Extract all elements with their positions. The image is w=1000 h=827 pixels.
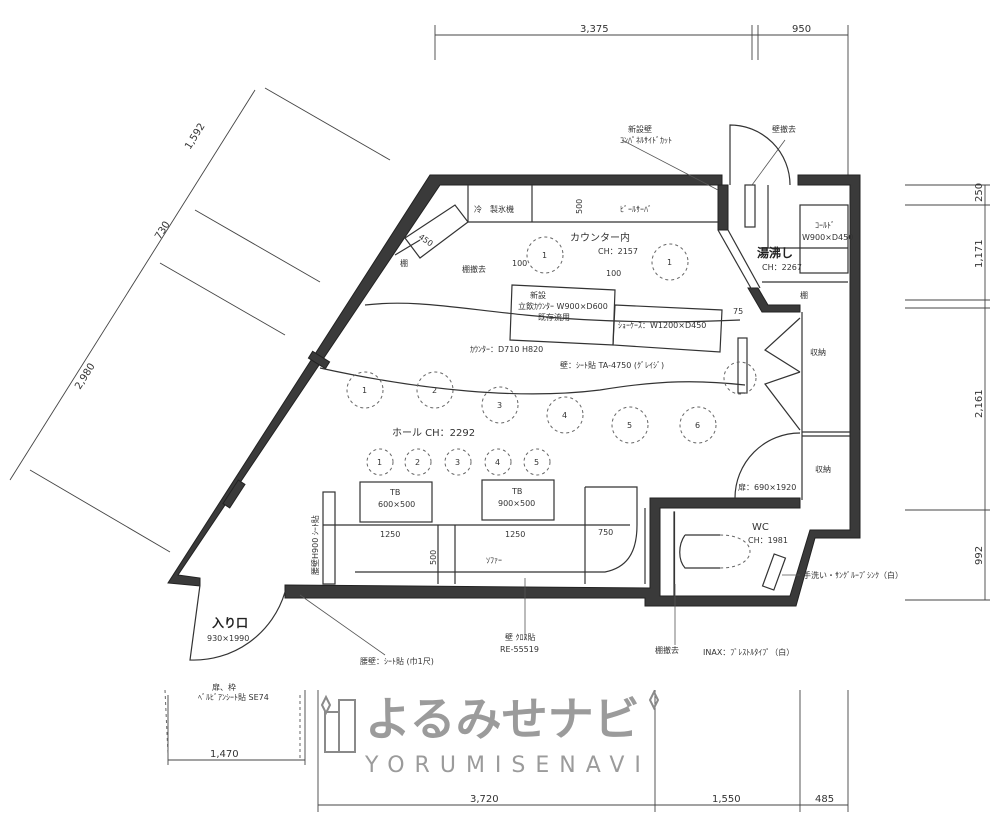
- label-tb1: TB: [389, 488, 400, 497]
- label-wc-shelf: 棚撤去: [655, 645, 679, 655]
- label-sofa-1250b: 1250: [505, 530, 525, 539]
- dim-diag-2: 730: [153, 220, 172, 242]
- label-water-heater: 湯沸し: [757, 245, 793, 260]
- seat-number: 4: [495, 458, 500, 467]
- label-hall: ホール CH：2292: [392, 427, 475, 439]
- seat-number: 4: [562, 411, 567, 420]
- dim-bottom-2: 1,550: [712, 794, 741, 805]
- label-standing-counter: 立飲ｶｳﾝﾀｰ W900×D600: [518, 301, 608, 311]
- label-depth-500: 500: [575, 199, 584, 214]
- dim-right-3: 2,161: [974, 389, 985, 418]
- label-sofa-depth: 500: [429, 550, 438, 565]
- label-wc-ch: CH：1981: [748, 536, 788, 545]
- label-new-wall-note: ｺﾝﾊﾟﾈﾙｻｲﾄﾞｶｯﾄ: [620, 136, 672, 145]
- seat-number: 1: [377, 458, 382, 467]
- label-dim-75: 75: [733, 307, 743, 316]
- dim-top-main: 3,375: [580, 24, 609, 35]
- watermark-logo: よるみせナビ YORUMISENAVI: [320, 689, 660, 778]
- label-new-wall: 新設壁: [628, 124, 652, 134]
- label-reuse: 既存流用: [538, 312, 570, 322]
- dim-bottom-1: 3,720: [470, 794, 499, 805]
- building-icon: [320, 689, 660, 753]
- dim-right-1: 250: [974, 183, 985, 202]
- label-wc: WC: [752, 522, 769, 533]
- label-tb2: TB: [511, 487, 522, 496]
- dim-bottom-3: 485: [815, 794, 834, 805]
- seat-number: 3: [455, 458, 460, 467]
- label-tb1-size: 600×500: [378, 500, 415, 509]
- label-water-heater-ch: CH：2267: [762, 263, 802, 272]
- label-wall-sheet: 壁：ｼｰﾄ貼 TA-4750 (ｸﾞﾚｲｼﾞ): [560, 360, 664, 370]
- label-fridge-size: W900×D450: [802, 233, 853, 242]
- seat-numbers: 1 1 1 2 3 4 5 6 1 2 3 4 5: [362, 251, 700, 467]
- label-toilet-model: INAX：ﾌﾞﾚｽﾄﾙﾀｲﾌﾟ（白）: [703, 647, 794, 657]
- seat-number: 2: [432, 386, 437, 395]
- label-sofa-750: 750: [598, 528, 613, 537]
- dim-diag-3: 2,980: [73, 361, 98, 391]
- label-door-frame: 扉、枠: [212, 682, 236, 692]
- label-entrance-size: 930×1990: [207, 634, 249, 643]
- seat-number: 1: [362, 386, 367, 395]
- seat-number: 5: [627, 421, 632, 430]
- counter-seat-number: 1: [667, 258, 672, 267]
- room-labels: 新設壁 ｺﾝﾊﾟﾈﾙｻｲﾄﾞｶｯﾄ 壁撤去 冷 製氷機 500 ﾋﾞｰﾙｻｰﾊﾞ…: [198, 124, 903, 702]
- label-hand-wash: 手洗い・ｻﾝｸﾞﾙｰﾌﾞｼﾝｸ（白）: [803, 570, 903, 580]
- label-counter-spec: ｶｳﾝﾀｰ：D710 H820: [470, 345, 543, 354]
- label-sofa: ｿﾌｧｰ: [486, 556, 502, 565]
- dim-diag-1: 1,592: [183, 121, 208, 151]
- label-dim-100b: 100: [606, 269, 621, 278]
- seat-number: 2: [415, 458, 420, 467]
- label-beer-server: ﾋﾞｰﾙｻｰﾊﾞ: [620, 205, 652, 214]
- dim-top-right: 950: [792, 24, 811, 35]
- label-dim-450: 450: [417, 232, 435, 248]
- label-counter-inside: カウンター内: [570, 231, 630, 244]
- label-storage-1: 収納: [810, 347, 826, 357]
- counter-seat-number: 1: [542, 251, 547, 260]
- label-wall-removal: 壁撤去: [772, 124, 796, 134]
- label-waist-wall-note: 腰壁H900 ｼｰﾄ貼: [310, 515, 320, 575]
- label-dim-100a: 100: [512, 259, 527, 268]
- dim-right-4: 992: [974, 546, 985, 565]
- seat-number: 3: [497, 401, 502, 410]
- label-showcase: ｼｮｰｹｰｽ：W1200×D450: [618, 321, 706, 330]
- label-fridge: ｺｰﾙﾄﾞ: [815, 221, 835, 230]
- dim-right-2: 1,171: [974, 239, 985, 268]
- label-shelf-left: 棚: [400, 258, 408, 268]
- label-wc-door: 扉：690×1920: [738, 482, 796, 492]
- label-shelf: 棚: [800, 290, 808, 300]
- seats: [346, 236, 757, 476]
- label-cold: 冷: [474, 204, 482, 214]
- dimension-lines: [9, 25, 990, 812]
- walls: [167, 174, 861, 607]
- label-entrance: 入り口: [212, 616, 248, 630]
- seat-number: 6: [695, 421, 700, 430]
- label-door-frame-sheet: ﾍﾞﾙﾋﾞｱﾝｼｰﾄ貼 SE74: [198, 692, 269, 702]
- label-tb2-size: 900×500: [498, 499, 535, 508]
- dim-entrance-width: 1,470: [210, 749, 239, 760]
- label-wall-cloth-code: RE-55519: [500, 645, 539, 654]
- label-new-item: 新設: [530, 290, 546, 300]
- seat-number: 5: [534, 458, 539, 467]
- label-waist-wall: 腰壁：ｼｰﾄ貼 (巾1尺): [360, 656, 434, 666]
- watermark-text-en: YORUMISENAVI: [364, 753, 651, 778]
- watermark-text-jp: よるみせナビ: [365, 692, 640, 746]
- label-storage-2: 収納: [815, 464, 831, 474]
- label-sofa-1250a: 1250: [380, 530, 400, 539]
- interior-lines: [164, 124, 850, 760]
- label-wall-cloth: 壁 ｸﾛｽ貼: [505, 632, 536, 642]
- label-ice-machine: 製氷機: [490, 204, 514, 214]
- label-counter-ch: CH：2157: [598, 247, 638, 256]
- label-shelf-removal: 棚撤去: [462, 264, 486, 274]
